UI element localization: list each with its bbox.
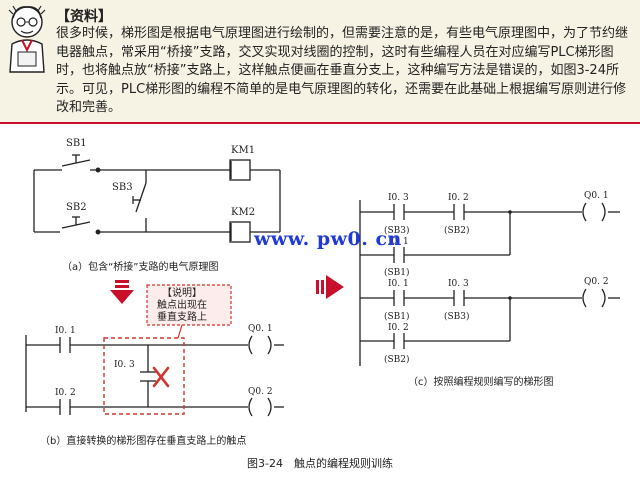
caption-c: （c）按照编程规则编写的梯形图 [408, 375, 554, 388]
watermark: www. pw0. cn [254, 228, 402, 250]
figure-3-24-diagram: SB1 SB2 SB3 KM1 KM2 （a）包含“桥接”支路的电气原理图 [25, 138, 620, 447]
ladder-c [359, 200, 620, 366]
caption-b: （b）直接转换的梯形图存在垂直支路上的触点 [40, 434, 246, 447]
label-c-r1-b: I0. 1 [388, 237, 409, 247]
label-sb1: SB1 [66, 138, 87, 149]
label-b-i03: I0. 3 [114, 360, 135, 370]
label-b-i01: I0. 1 [55, 326, 76, 336]
figure-caption: 图3-24 触点的编程规则训练 [247, 457, 393, 470]
callout-box [146, 284, 232, 326]
label-km1: KM1 [231, 145, 255, 156]
note-title: 【资料】 [56, 9, 112, 25]
down-arrow-icon [110, 280, 134, 304]
label-c-r1-out: Q0. 1 [584, 191, 609, 201]
callout-pointer [177, 324, 183, 339]
label-sb2: SB2 [66, 202, 87, 213]
ladder-b [25, 335, 284, 417]
label-c-r1-c1-sub: (SB3) [384, 225, 410, 236]
label-b-q02: Q0. 2 [248, 387, 273, 397]
label-c-r2-out: Q0. 2 [584, 277, 609, 287]
label-c-r2-c1: I0. 1 [388, 279, 409, 289]
circuit-a [33, 154, 281, 243]
label-c-r1-c1: I0. 3 [388, 193, 409, 203]
label-c-r1-c2: I0. 2 [448, 193, 469, 203]
label-c-r2-b-sub: (SB2) [384, 354, 410, 365]
callout-line2: 垂直支路上 [157, 310, 207, 323]
callout-title: 【说明】 [162, 286, 202, 299]
caption-a: （a）包含“桥接”支路的电气原理图 [62, 260, 219, 273]
label-sb3: SB3 [112, 182, 133, 193]
note-body: 很多时候，梯形图是根据电气原理图进行绘制的，但需要注意的是，有些电气原理图中，为… [56, 26, 629, 115]
teacher-avatar-icon [8, 5, 46, 73]
label-c-r1-c2-sub: (SB2) [444, 225, 470, 236]
note-panel: 【资料】 很多时候，梯形图是根据电气原理图进行绘制的，但需要注意的是，有些电气原… [0, 0, 640, 124]
label-b-i02: I0. 2 [55, 388, 76, 398]
label-c-r2-c1-sub: (SB1) [384, 311, 410, 322]
label-c-r1-b-sub: (SB1) [384, 267, 410, 278]
error-x-icon [152, 366, 170, 388]
label-km2: KM2 [231, 207, 255, 218]
label-c-r2-b: I0. 2 [388, 323, 409, 333]
callout-line1: 触点出现在 [157, 298, 207, 311]
vertical-branch-highlight [103, 337, 185, 415]
label-b-q01: Q0. 1 [248, 324, 273, 334]
right-arrow-icon [316, 275, 344, 299]
label-c-r2-c2: I0. 3 [448, 279, 469, 289]
ladder-c-junctions [508, 210, 512, 300]
label-c-r2-c2-sub: (SB3) [444, 311, 470, 322]
